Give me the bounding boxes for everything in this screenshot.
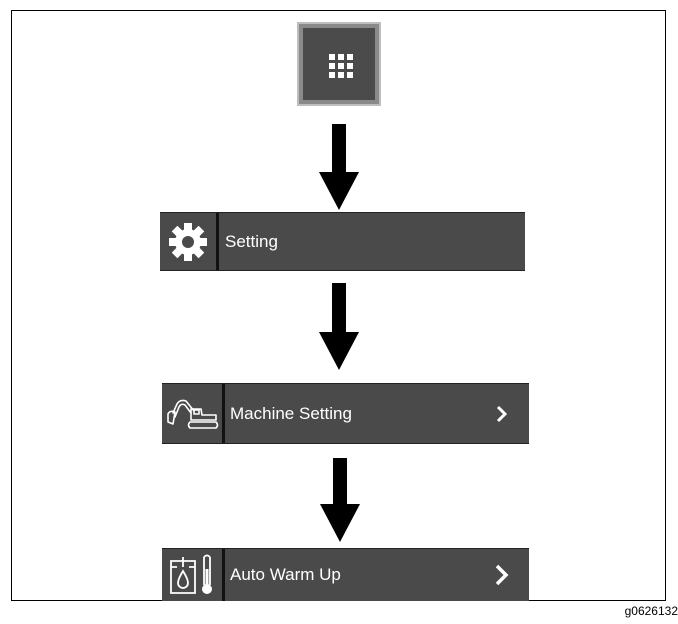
- arrow-down-icon: [320, 458, 360, 542]
- chevron-right-icon: [494, 549, 510, 601]
- grid-icon: [329, 54, 353, 78]
- setting-label: Setting: [225, 231, 278, 251]
- auto-warm-up-menu-item[interactable]: Auto Warm Up: [162, 548, 529, 601]
- machine-setting-label: Machine Setting: [230, 403, 352, 423]
- machine-setting-menu-item[interactable]: Machine Setting: [162, 383, 529, 444]
- machine-setting-icon-box: [162, 384, 225, 443]
- fluid-temperature-icon: [170, 554, 212, 594]
- chevron-right-icon: [495, 384, 509, 443]
- setting-icon-box: [160, 213, 219, 270]
- apps-menu-button[interactable]: [297, 22, 381, 106]
- gear-icon: [169, 222, 207, 261]
- figure-id: g0626132: [624, 604, 678, 618]
- excavator-icon: [167, 399, 219, 429]
- auto-warm-up-icon-box: [162, 549, 225, 601]
- arrow-down-icon: [319, 283, 359, 370]
- arrow-down-icon: [319, 124, 359, 210]
- apps-menu-button-face: [303, 28, 375, 100]
- auto-warm-up-label: Auto Warm Up: [230, 565, 341, 584]
- setting-menu-item[interactable]: Setting: [160, 212, 525, 271]
